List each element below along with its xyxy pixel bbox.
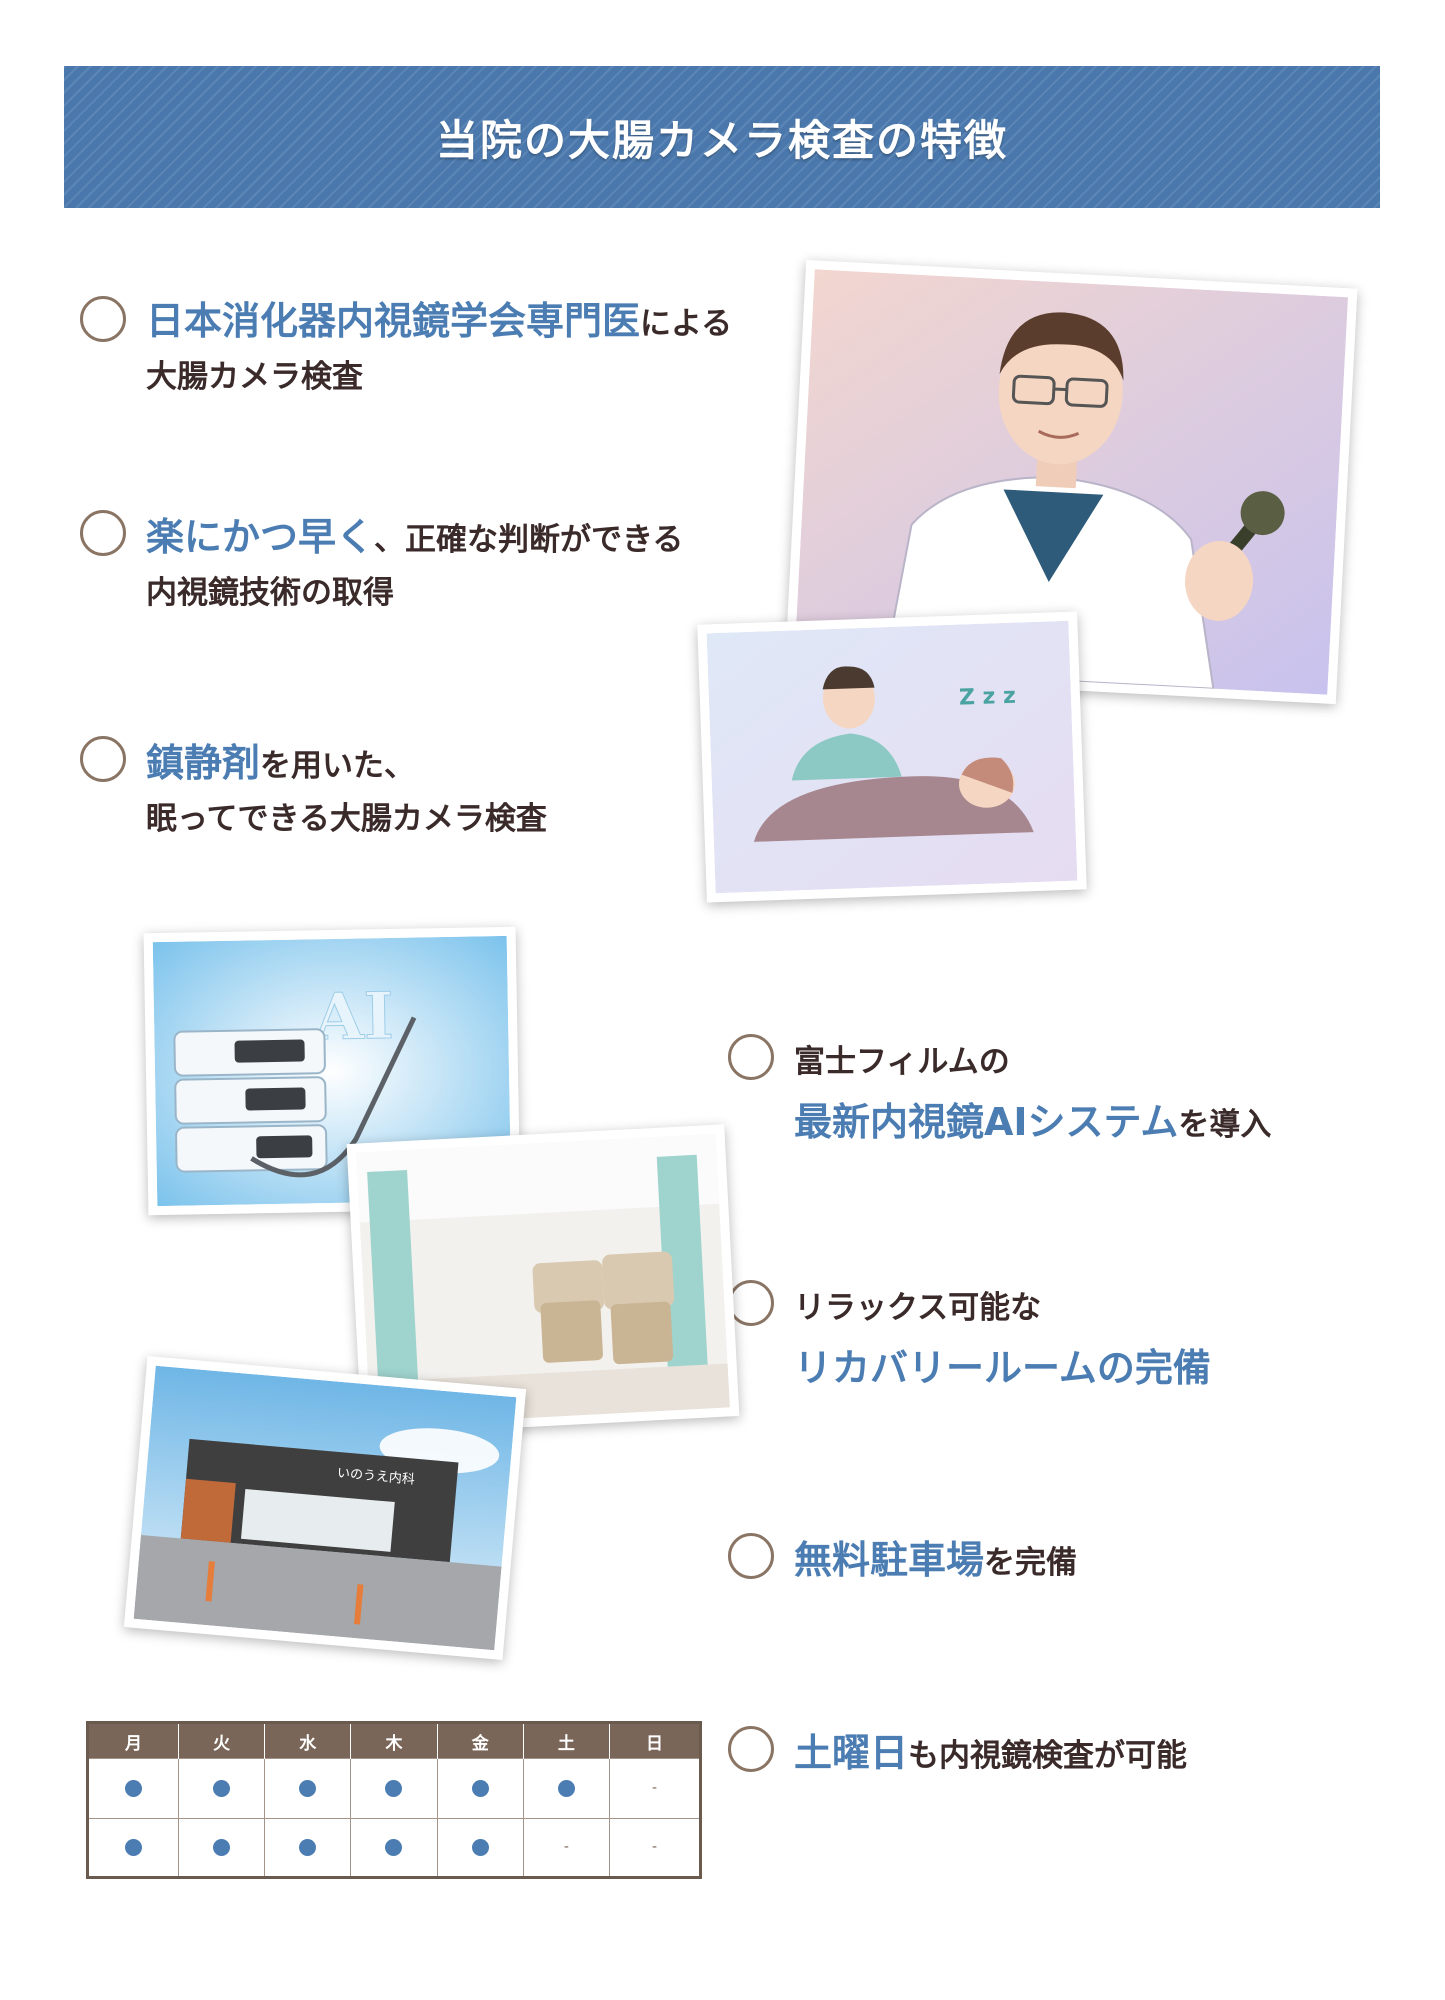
circle-icon (728, 1726, 774, 1772)
schedule-cell (350, 1817, 438, 1878)
circle-icon (80, 296, 126, 342)
schedule-cell (264, 1817, 352, 1878)
sedation-image: Z z z (706, 620, 1078, 894)
feature-text: リラックス可能な (794, 1290, 1042, 1326)
schedule-cell: - (609, 1817, 701, 1878)
clinic-building-photo: いのうえ内科 (123, 1355, 527, 1661)
page-title: 当院の大腸カメラ検査の特徴 (435, 115, 1008, 165)
feature-text: 眠ってできる大腸カメラ検査 (146, 801, 547, 837)
day-header: 木 (350, 1722, 438, 1759)
schedule-cell (87, 1817, 179, 1878)
schedule-cell (87, 1758, 179, 1818)
feature-highlight: 土曜日 (794, 1731, 909, 1775)
circle-icon (80, 510, 126, 556)
feature-text: 内視鏡技術の取得 (146, 575, 394, 611)
schedule-cell: - (609, 1758, 701, 1818)
schedule-table: 月 火 水 木 金 土 日 --- (86, 1721, 702, 1879)
available-dot (299, 1838, 317, 1856)
unavailable-mark: - (563, 1839, 569, 1856)
available-dot (299, 1779, 317, 1797)
doctor-illustration (784, 259, 1358, 705)
schedule-cell (350, 1758, 438, 1818)
day-header: 日 (609, 1722, 701, 1759)
schedule-cell (264, 1758, 352, 1818)
clinic-building-image: いのうえ内科 (133, 1365, 517, 1651)
feature-text: 富士フィルムの (794, 1044, 1010, 1080)
feature-text: 、正確な判断ができる (374, 522, 684, 558)
clinic-sign: いのうえ内科 (336, 1465, 415, 1488)
day-header: 月 (87, 1722, 179, 1759)
unavailable-mark: - (651, 1780, 658, 1797)
ai-system-image: AI (152, 935, 512, 1207)
feature-highlight: 日本消化器内視鏡学会専門医 (146, 299, 641, 343)
feature-text: を完備 (984, 1545, 1078, 1581)
unavailable-mark: - (651, 1839, 658, 1856)
feature-highlight: 鎮静剤 (146, 741, 261, 785)
available-dot (213, 1779, 231, 1797)
ai-system-illustration: AI (143, 926, 521, 1216)
available-dot (124, 1838, 142, 1856)
feature-text: による (640, 306, 733, 342)
available-dot (385, 1779, 403, 1797)
feature-text: を導入 (1178, 1107, 1272, 1143)
feature-highlight: 無料駐車場 (794, 1538, 985, 1582)
day-header: 金 (437, 1722, 524, 1759)
page-banner: 当院の大腸カメラ検査の特徴 (64, 66, 1380, 208)
feature-highlight: 最新内視鏡AIシステム (794, 1100, 1179, 1144)
recovery-room-image (356, 1133, 730, 1427)
schedule-cell (178, 1817, 266, 1878)
available-dot (471, 1838, 489, 1856)
sedation-illustration: Z z z (697, 611, 1087, 903)
schedule-cell (178, 1758, 266, 1818)
doctor-image (793, 269, 1349, 695)
feature-text: 大腸カメラ検査 (146, 359, 363, 395)
circle-icon (80, 736, 126, 782)
circle-icon (728, 1280, 774, 1326)
feature-text: も内視鏡検査が可能 (908, 1738, 1188, 1774)
feature-highlight: リカバリールームの完備 (794, 1346, 1211, 1390)
circle-icon (728, 1034, 774, 1080)
zzz-text: Z z z (959, 684, 1017, 711)
recovery-room-photo (346, 1124, 740, 1436)
schedule-cell: - (523, 1817, 611, 1878)
schedule-header-row: 月 火 水 木 金 土 日 (87, 1722, 701, 1759)
day-header: 火 (178, 1722, 266, 1759)
day-header: 土 (523, 1722, 611, 1759)
schedule-cell (437, 1758, 524, 1818)
available-dot (385, 1838, 403, 1856)
ai-label: AI (312, 979, 394, 1055)
schedule-row: -- (87, 1817, 701, 1878)
schedule-cell (437, 1817, 524, 1878)
available-dot (557, 1779, 575, 1797)
day-header: 水 (264, 1722, 352, 1759)
circle-icon (728, 1533, 774, 1579)
schedule-row: - (87, 1758, 701, 1818)
available-dot (471, 1779, 489, 1797)
feature-highlight: 楽にかつ早く (146, 515, 375, 559)
feature-text: を用いた、 (260, 748, 416, 784)
available-dot (213, 1838, 231, 1856)
available-dot (124, 1779, 142, 1797)
schedule-cell (523, 1758, 611, 1818)
